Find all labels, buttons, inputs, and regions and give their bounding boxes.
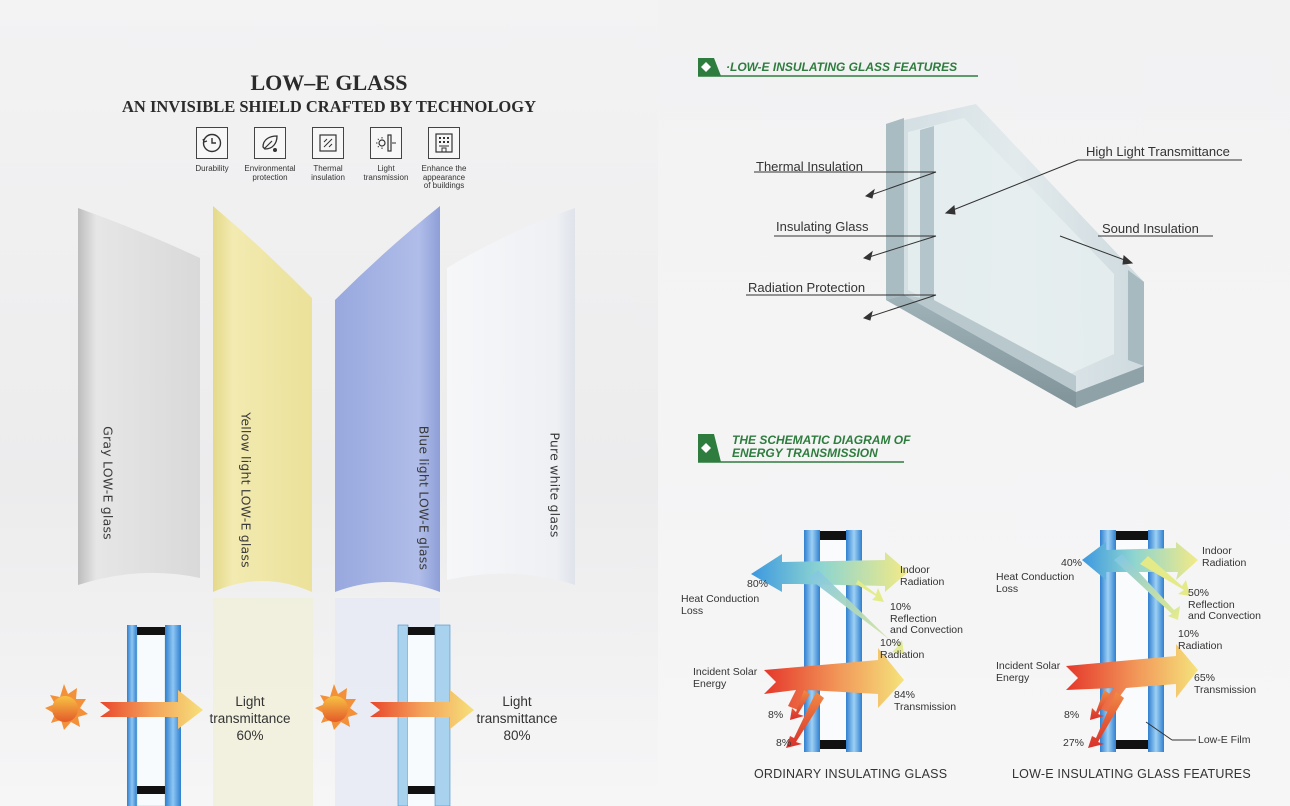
lowe-caption: LOW-E INSULATING GLASS FEATURES <box>1012 767 1251 781</box>
right-panel-graphics <box>698 58 1242 752</box>
thermal-insulation-label: Thermal Insulation <box>756 159 863 174</box>
light-arrow-80 <box>370 690 474 729</box>
lowe-indoor-label: Indoor Radiation <box>1202 545 1247 569</box>
ordinary-transmission-label: 84% Transmission <box>894 689 957 713</box>
lowe-heat-pct: 40% <box>1061 557 1083 569</box>
ordinary-reflection-pct-1: 8% <box>768 709 784 721</box>
white-glass-label: Pure white glass <box>547 432 563 538</box>
feature-durability: Durability <box>183 127 241 191</box>
thermal-icon <box>312 127 344 159</box>
high-light-transmittance-label: High Light Transmittance <box>1086 144 1230 159</box>
sun-light-icon <box>370 127 402 159</box>
lowe-reflection-pct-1: 8% <box>1064 709 1080 721</box>
section-badge-2 <box>698 434 904 463</box>
feature-thermal: Thermal insulation <box>299 127 357 191</box>
feature-appearance: Enhance the appearance of buildings <box>415 127 473 191</box>
building-icon <box>428 127 460 159</box>
feature-label: Environmental protection <box>244 164 296 182</box>
blue-glass-pane <box>335 206 440 592</box>
ordinary-incident-label: Incident Solar Energy <box>693 666 758 690</box>
lowe-glass-diagram <box>1066 530 1198 752</box>
page-title: LOW–E GLASS <box>250 70 408 95</box>
feature-pointer-lines <box>746 159 1242 321</box>
ordinary-heat-pct: 80% <box>747 578 769 590</box>
lowe-film-label: Low-E Film <box>1198 734 1251 746</box>
transmittance-80-text: Light transmittance 80% <box>476 694 558 743</box>
features-section-title: ·LOW-E INSULATING GLASS FEATURES <box>726 60 958 74</box>
gray-glass-label: Gray LOW-E glass <box>100 426 116 540</box>
feature-label: Durability <box>195 164 229 173</box>
section-badge-1 <box>698 58 978 77</box>
transmittance-80-illustration <box>315 624 474 806</box>
page-subtitle: AN INVISIBLE SHIELD CRAFTED BY TECHNOLOG… <box>122 97 536 116</box>
ordinary-heat-label: Heat Conduction Loss <box>681 593 760 617</box>
low-e-glass-panel: LOW–E GLASS AN INVISIBLE SHIELD CRAFTED … <box>0 0 658 806</box>
yellow-glass-label: Yellow light LOW-E glass <box>238 412 254 568</box>
sun-icon <box>315 684 358 730</box>
feature-label: Light transmission <box>363 164 409 182</box>
transmittance-60-text: Light transmittance 60% <box>209 694 291 743</box>
insulating-glass-label: Insulating Glass <box>776 219 869 234</box>
ordinary-glass-diagram <box>751 530 908 752</box>
radiation-protection-label: Radiation Protection <box>748 280 866 295</box>
gray-glass-pane <box>78 208 200 585</box>
insulating-glass-panel: ·LOW-E INSULATING GLASS FEATURES Thermal… <box>658 0 1290 806</box>
light-arrow-60 <box>100 690 203 729</box>
lowe-incident-label: Incident Solar Energy <box>996 660 1061 684</box>
yellow-glass-pane <box>213 206 312 592</box>
clock-icon <box>196 127 228 159</box>
energy-section-title: THE SCHEMATIC DIAGRAM OF ENERGY TRANSMIS… <box>732 433 911 460</box>
feature-environmental: Environmental protection <box>241 127 299 191</box>
feature-light: Light transmission <box>357 127 415 191</box>
lowe-reflection-pct-2: 27% <box>1063 737 1085 749</box>
sound-insulation-label: Sound Insulation <box>1102 221 1199 236</box>
feature-label: Thermal insulation <box>311 164 345 182</box>
lowe-transmission-label: 65% Transmission <box>1194 672 1257 696</box>
lowe-radiation-label: 10% Radiation <box>1178 628 1223 652</box>
ordinary-reflection-pct-2: 8% <box>776 737 792 749</box>
blue-glass-label: Blue light LOW-E glass <box>416 425 432 571</box>
ordinary-indoor-label: Indoor Radiation <box>900 564 945 588</box>
feature-label: Enhance the appearance of buildings <box>421 164 467 190</box>
ordinary-radiation-label: 10% Radiation <box>880 637 925 661</box>
ordinary-caption: ORDINARY INSULATING GLASS <box>754 767 948 781</box>
white-glass-pane <box>447 208 575 585</box>
transmittance-60-illustration <box>45 625 203 806</box>
glass-panes-illustration <box>45 206 575 806</box>
lowe-heat-label: Heat Conduction Loss <box>996 571 1075 595</box>
ordinary-reflection-label: 10% Reflection and Convection <box>890 601 963 636</box>
sun-icon <box>45 684 88 730</box>
lowe-reflection-label: 50% Reflection and Convection <box>1188 587 1261 622</box>
feature-icons-row: Durability Environmental protection Ther… <box>183 127 473 191</box>
insulating-glass-3d <box>886 104 1144 408</box>
leaf-icon <box>254 127 286 159</box>
